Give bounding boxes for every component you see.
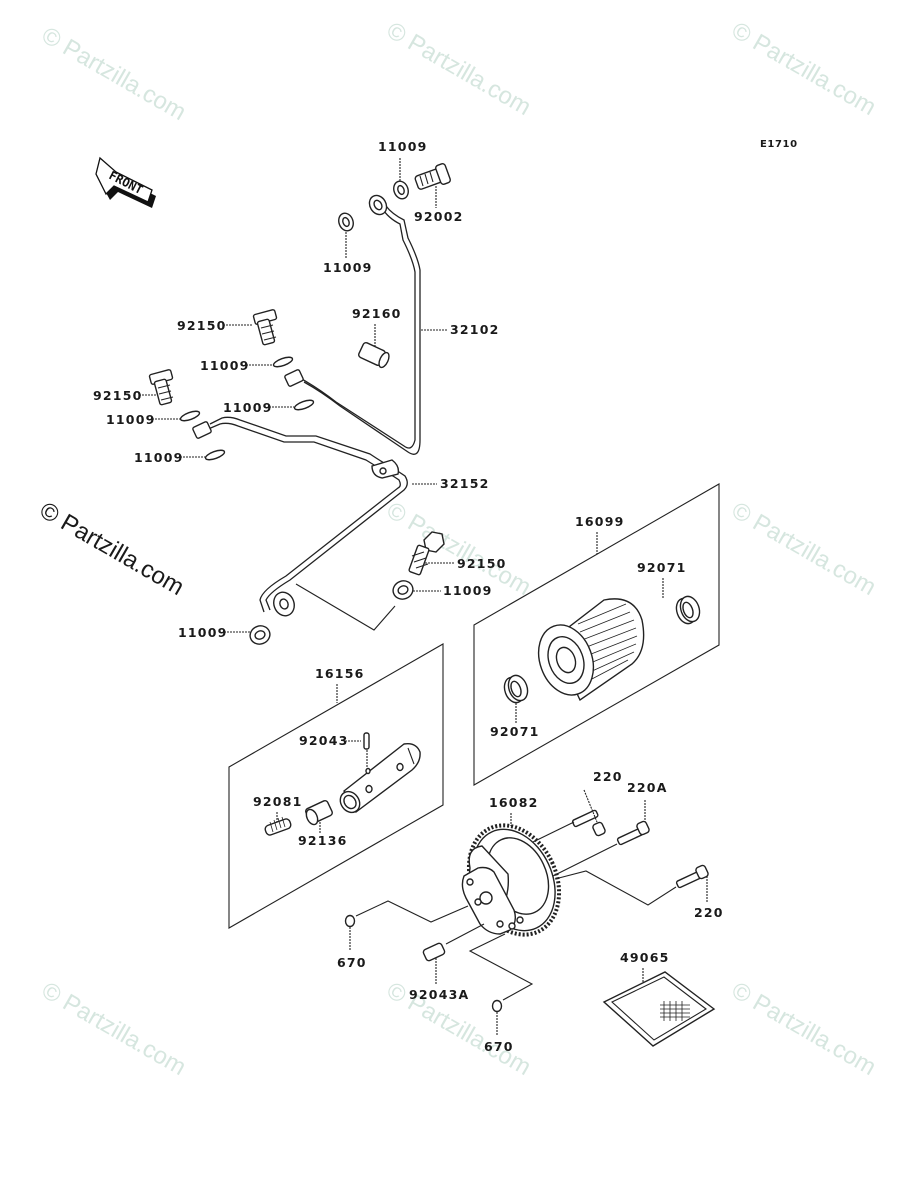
- label-11009: 11009: [178, 625, 228, 640]
- washer-11009: [393, 180, 409, 200]
- watermark: © Partzilla.com: [382, 17, 536, 121]
- oring-670: [344, 914, 356, 928]
- bolt-220A: [616, 820, 650, 846]
- valve-piston-92136: [305, 799, 333, 826]
- label-11009: 11009: [378, 139, 428, 154]
- watermark: © Partzilla.com: [727, 17, 881, 121]
- label-16082: 16082: [489, 795, 539, 810]
- label-11009: 11009: [323, 260, 373, 275]
- washer-11009: [293, 399, 315, 411]
- label-92136: 92136: [298, 833, 348, 848]
- pipe-32152: [192, 416, 408, 617]
- spring-92081: [264, 816, 292, 836]
- watermark: © Partzilla.com: [37, 22, 191, 126]
- bolt-92150: [148, 369, 174, 406]
- label-92002: 92002: [414, 209, 464, 224]
- label-92150: 92150: [177, 318, 227, 333]
- label-92160: 92160: [352, 306, 402, 321]
- washer-11009: [392, 580, 414, 600]
- washer-11009: [272, 356, 294, 368]
- bolt-92002: [414, 163, 451, 190]
- washer-11009: [249, 625, 271, 645]
- bolt-220: [675, 864, 709, 889]
- label-32152: 32152: [440, 476, 490, 491]
- label-220: 220: [694, 905, 724, 920]
- oil-pump-gear-16082: [461, 823, 562, 937]
- diagram-code: E1710: [760, 139, 798, 150]
- oring-670: [491, 999, 503, 1013]
- label-11009: 11009: [106, 412, 156, 427]
- label-220A: 220A: [627, 780, 668, 795]
- washer-11009: [338, 212, 354, 232]
- label-92081: 92081: [253, 794, 303, 809]
- pipe-32102: [284, 194, 421, 455]
- valve-body-16156: [339, 742, 421, 814]
- bolt-92150: [252, 309, 278, 346]
- label-92071: 92071: [637, 560, 687, 575]
- collar-92160: [358, 341, 390, 369]
- label-49065: 49065: [620, 950, 670, 965]
- watermark-dark: © Partzilla.com: [35, 497, 189, 601]
- pin-92043: [363, 732, 370, 750]
- watermark: © Partzilla.com: [727, 497, 881, 601]
- washer-11009: [204, 449, 226, 461]
- oil-screen-49065: [602, 971, 716, 1047]
- oring-92071: [675, 595, 701, 625]
- watermark: © Partzilla.com: [727, 977, 881, 1081]
- oring-92071: [503, 674, 529, 704]
- label-92043: 92043: [299, 733, 349, 748]
- label-92150: 92150: [457, 556, 507, 571]
- label-670: 670: [484, 1039, 514, 1054]
- oil-filter-16099: [537, 598, 645, 702]
- label-16099: 16099: [575, 514, 625, 529]
- label-16156: 16156: [315, 666, 365, 681]
- bolt-220: [571, 809, 606, 837]
- label-11009: 11009: [200, 358, 250, 373]
- label-92043A: 92043A: [409, 987, 469, 1002]
- label-220: 220: [593, 769, 623, 784]
- washer-11009: [179, 410, 201, 422]
- watermark: © Partzilla.com: [37, 977, 191, 1081]
- kit-box-16156: [228, 643, 444, 929]
- label-32102: 32102: [450, 322, 500, 337]
- label-11009: 11009: [223, 400, 273, 415]
- bolt-92150: [408, 531, 445, 576]
- watermarks: © Partzilla.com © Partzilla.com © Partzi…: [35, 17, 881, 1081]
- label-92150: 92150: [93, 388, 143, 403]
- dowel-92043A: [422, 942, 446, 962]
- label-11009: 11009: [134, 450, 184, 465]
- label-670: 670: [337, 955, 367, 970]
- label-11009: 11009: [443, 583, 493, 598]
- kit-box-16099: [473, 483, 720, 786]
- front-arrow-icon: FRONT: [95, 156, 156, 208]
- label-92071: 92071: [490, 724, 540, 739]
